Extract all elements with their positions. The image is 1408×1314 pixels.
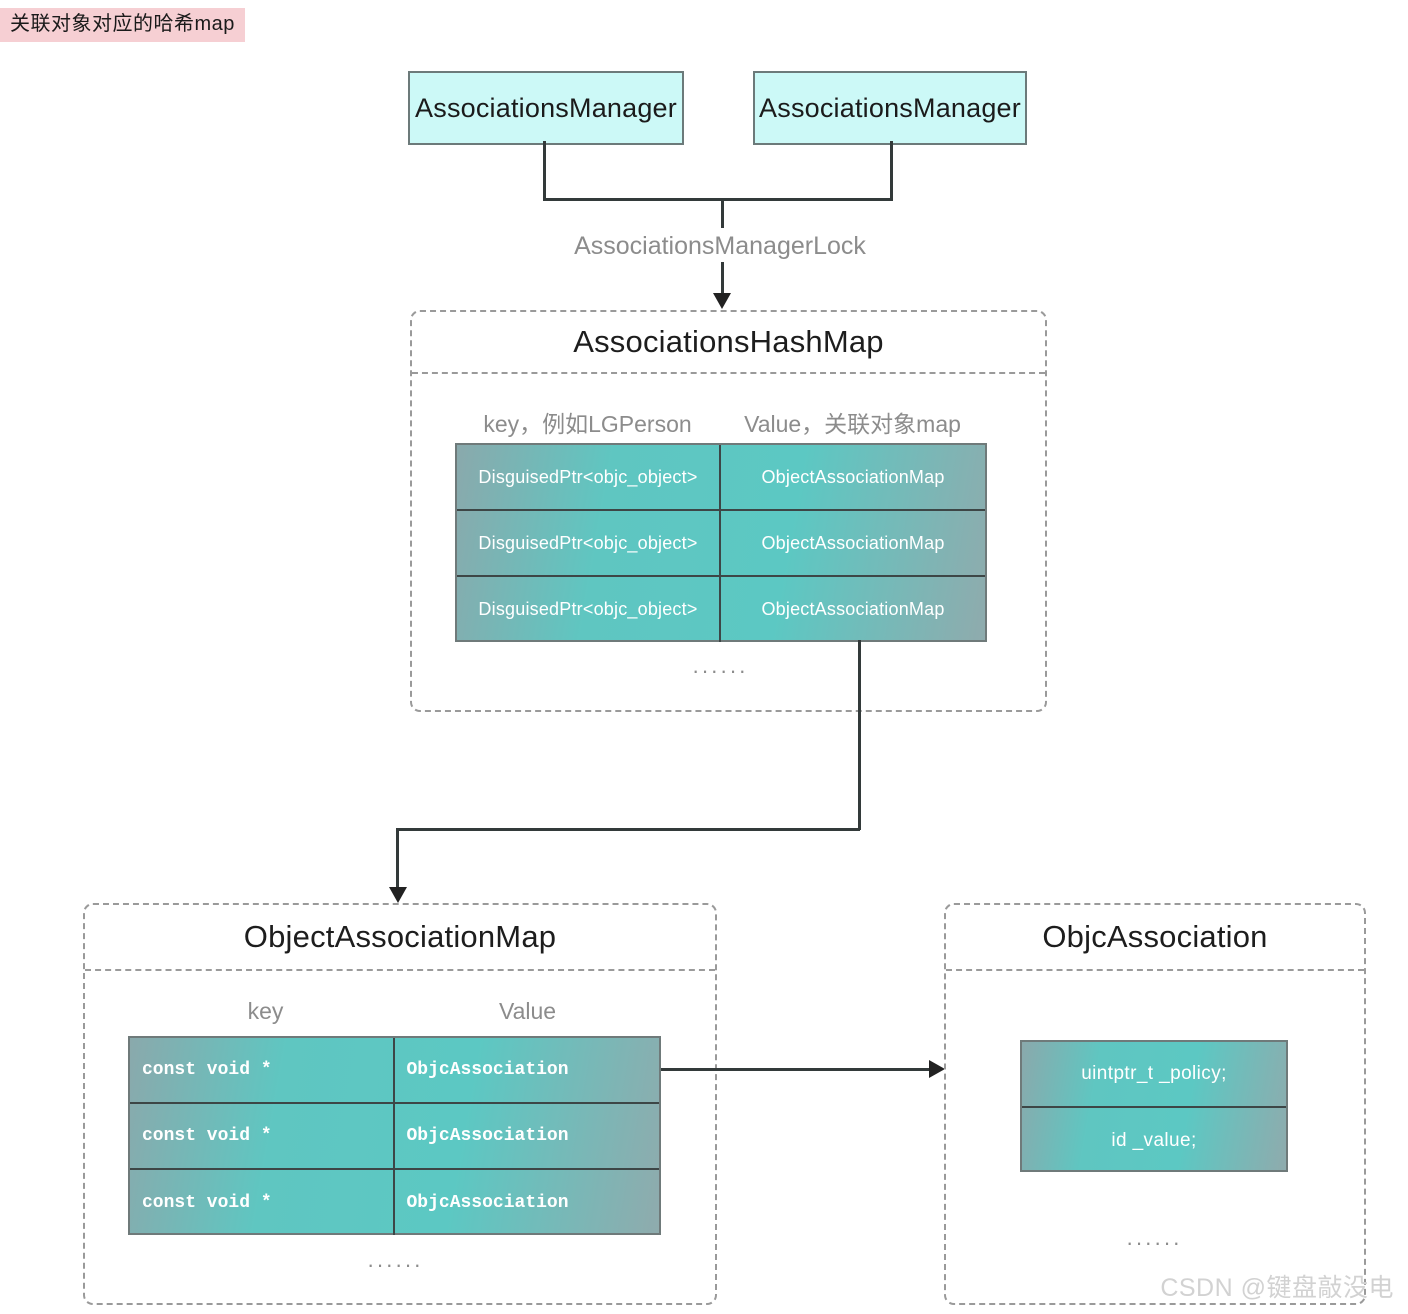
oam-cell-value: ObjcAssociation [406,1060,569,1080]
hashmap-cell-key: DisguisedPtr<objc_object> [457,445,721,509]
oam-cell-value: ObjcAssociation [406,1192,569,1213]
connector-hashmap-to-oam-v2 [396,828,399,890]
oam-ellipsis: ······ [315,1252,475,1278]
arrow-into-object-association-map-icon [389,887,407,903]
associations-manager-box-left: AssociationsManager [408,71,684,145]
connector-hashmap-to-oam-v1 [858,640,861,830]
oam-key-caption: key [133,998,398,1025]
table-row: const void * ObjcAssociation [130,1170,659,1235]
hashmap-cell-value: ObjectAssociationMap [761,599,945,619]
oam-cell-key: const void * [130,1104,395,1168]
associations-hashmap-table: DisguisedPtr<objc_object> ObjectAssociat… [455,443,987,642]
table-row: id _value; [1022,1108,1286,1173]
associations-manager-label-left: AssociationsManager [415,92,677,123]
objc-association-container: ObjcAssociation [944,903,1366,1305]
object-association-map-table: const void * ObjcAssociation const void … [128,1036,661,1235]
arrow-into-objc-association-icon [929,1060,945,1078]
oam-value-caption-text: Value [498,998,557,1024]
hashmap-cell-value: ObjectAssociationMap [761,532,945,553]
object-association-map-header: ObjectAssociationMap [85,905,715,971]
objc-association-field-policy: uintptr_t _policy; [1081,1063,1227,1084]
table-row: DisguisedPtr<objc_object> ObjectAssociat… [457,511,985,577]
associations-hashmap-container: AssociationsHashMap [410,310,1047,712]
associations-manager-label-right: AssociationsManager [759,92,1021,123]
hashmap-value-caption: Value，关联对象map [720,405,985,439]
associations-manager-lock-label: AssociationsManagerLock [574,232,866,260]
associations-hashmap-title: AssociationsHashMap [573,324,884,359]
arrow-into-hashmap-icon [713,293,731,309]
connector-left-manager-down [543,141,546,200]
oam-cell-value: ObjcAssociation [406,1126,569,1146]
oam-value-caption: Value [395,998,660,1025]
diagram-title-chip: 关联对象对应的哈希map [0,8,245,42]
hashmap-ellipsis-text: ······ [692,658,748,683]
connector-lock-to-hashmap [721,262,724,296]
connector-merge-stem [721,198,724,228]
hashmap-cell-value: ObjectAssociationMap [761,466,945,487]
hashmap-value-caption-text: Value，关联对象map [744,411,961,437]
hashmap-cell-key: DisguisedPtr<objc_object> [457,577,721,642]
objc-association-ellipsis: ······ [1074,1230,1234,1256]
oam-key-caption-text: key [247,998,284,1024]
table-row: uintptr_t _policy; [1022,1042,1286,1108]
hashmap-cell-key: DisguisedPtr<objc_object> [457,511,721,575]
hashmap-key-caption: key，例如LGPerson [455,405,720,439]
connector-merge-bar [543,198,893,201]
objc-association-ellipsis-text: ······ [1126,1230,1182,1255]
oam-cell-key: const void * [130,1170,395,1235]
connector-right-manager-down [890,141,893,200]
connector-hashmap-to-oam-h [396,828,860,831]
object-association-map-title: ObjectAssociationMap [243,919,557,954]
oam-ellipsis-text: ······ [367,1252,423,1277]
table-row: const void * ObjcAssociation [130,1038,659,1104]
objc-association-field-value: id _value; [1111,1129,1197,1151]
table-row: DisguisedPtr<objc_object> ObjectAssociat… [457,577,985,642]
csdn-watermark: CSDN @键盘敲没电 [1160,1274,1394,1302]
table-row: const void * ObjcAssociation [130,1104,659,1170]
object-association-map-container: ObjectAssociationMap [83,903,717,1305]
associations-hashmap-header: AssociationsHashMap [412,312,1045,374]
objc-association-header: ObjcAssociation [946,905,1364,971]
associations-manager-box-right: AssociationsManager [753,71,1027,145]
objc-association-title: ObjcAssociation [1042,919,1268,954]
hashmap-key-caption-text: key，例如LGPerson [483,411,692,437]
connector-oam-to-objc-association [661,1068,941,1071]
oam-cell-key: const void * [130,1038,395,1102]
table-row: DisguisedPtr<objc_object> ObjectAssociat… [457,445,985,511]
hashmap-ellipsis: ······ [640,658,800,684]
objc-association-fields-table: uintptr_t _policy; id _value; [1020,1040,1288,1172]
